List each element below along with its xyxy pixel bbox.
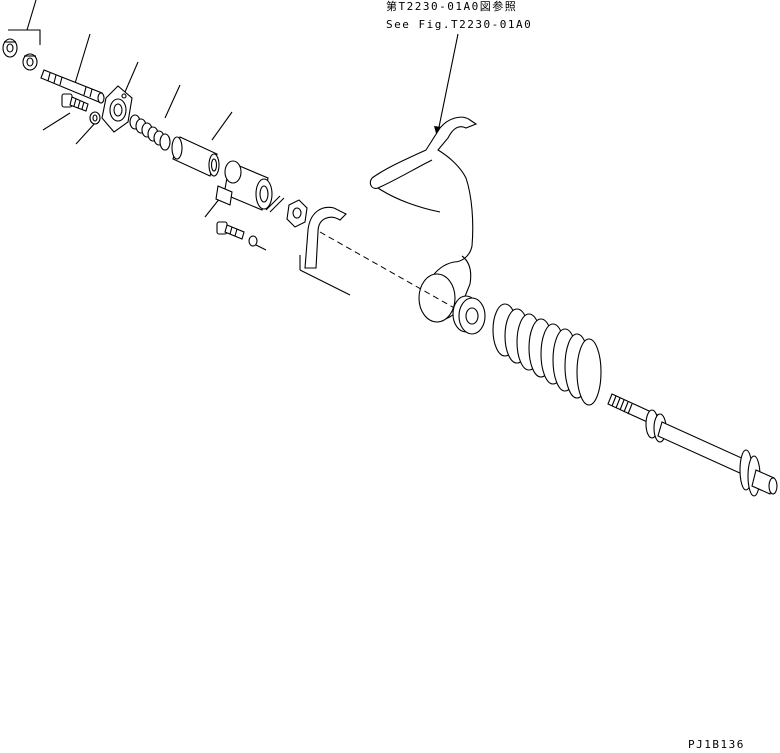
- lower-bolt: [216, 221, 267, 251]
- housing-block: [215, 160, 273, 211]
- large-spring: [492, 303, 602, 406]
- axis-line: [319, 231, 459, 311]
- nut-2: [22, 53, 38, 71]
- push-rod: [607, 393, 778, 497]
- nut-1: [2, 38, 18, 58]
- washer: [89, 111, 101, 125]
- bracket-nut: [286, 199, 308, 228]
- sleeve-tube: [171, 136, 220, 177]
- pedal-bracket: [299, 206, 351, 296]
- threaded-rod: [40, 69, 105, 104]
- flange-plate: [101, 85, 133, 133]
- nut-pair: [2, 38, 38, 71]
- pedal-arm: [369, 116, 478, 323]
- cotter-pin: [265, 195, 285, 213]
- small-bolt: [61, 93, 89, 112]
- reference-note-jp: 第T2230-01A0図参照: [386, 0, 517, 13]
- small-spring: [129, 114, 171, 151]
- reference-note-en: See Fig.T2230-01A0: [386, 18, 532, 31]
- bearing-collar: [452, 295, 486, 335]
- drawing-code: PJ1B136: [688, 738, 745, 751]
